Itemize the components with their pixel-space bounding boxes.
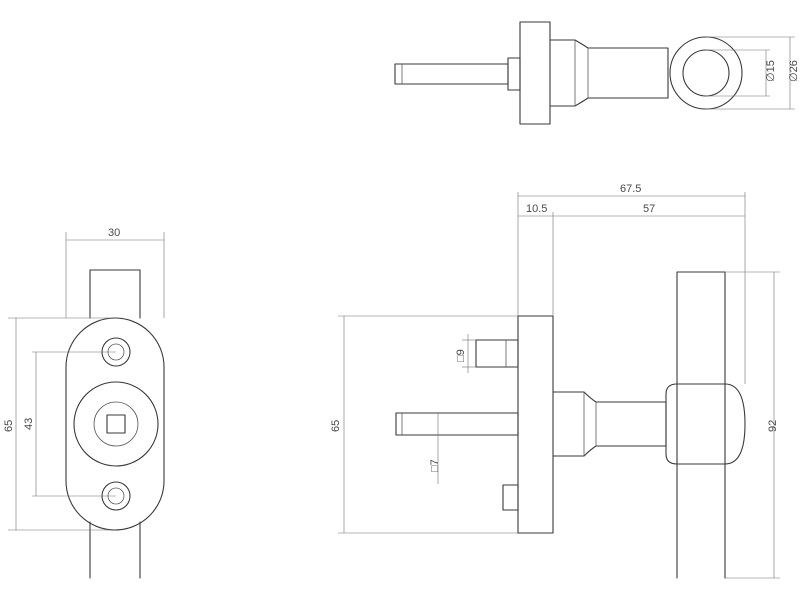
top-ring-outer <box>669 36 743 110</box>
top-collar <box>507 57 521 91</box>
side-view: 67.5 10.5 57 65 92 □9 □7 <box>330 183 780 579</box>
front-oval-rose <box>65 317 165 531</box>
front-bottom-shaft <box>89 521 141 579</box>
side-handle-bar <box>676 271 726 579</box>
dim-handle-depth: 57 <box>643 203 655 215</box>
top-spindle <box>394 63 509 85</box>
front-view: 30 65 43 <box>3 227 165 579</box>
top-neck <box>549 39 669 107</box>
dim-ring-inner-diameter: ∅15 <box>765 60 777 82</box>
top-ring-inner <box>682 49 730 97</box>
side-base-plate <box>517 315 554 534</box>
top-base-plate <box>519 21 551 125</box>
dim-side-height: 65 <box>330 420 342 432</box>
top-view: ∅15 ∅26 <box>394 21 800 125</box>
dim-base-depth: 10.5 <box>526 203 547 215</box>
dim-hole-spacing: 43 <box>23 418 35 430</box>
dim-ring-outer-diameter: ∅26 <box>788 60 800 82</box>
dim-front-width: 30 <box>108 227 120 239</box>
side-collar <box>552 391 667 457</box>
front-center-boss <box>73 381 159 467</box>
dim-handle-length: 92 <box>767 420 779 432</box>
dim-total-depth: 67.5 <box>620 183 641 195</box>
dim-front-height: 65 <box>3 420 15 432</box>
dim-pin-diameter: □9 <box>455 349 467 362</box>
dim-spindle-square: □7 <box>429 459 441 472</box>
side-pin-bottom <box>502 484 519 511</box>
side-ball <box>665 383 746 465</box>
front-square-spindle <box>106 414 126 434</box>
side-spindle <box>395 412 519 436</box>
side-pin-top <box>475 339 519 368</box>
front-top-shaft <box>89 269 141 319</box>
